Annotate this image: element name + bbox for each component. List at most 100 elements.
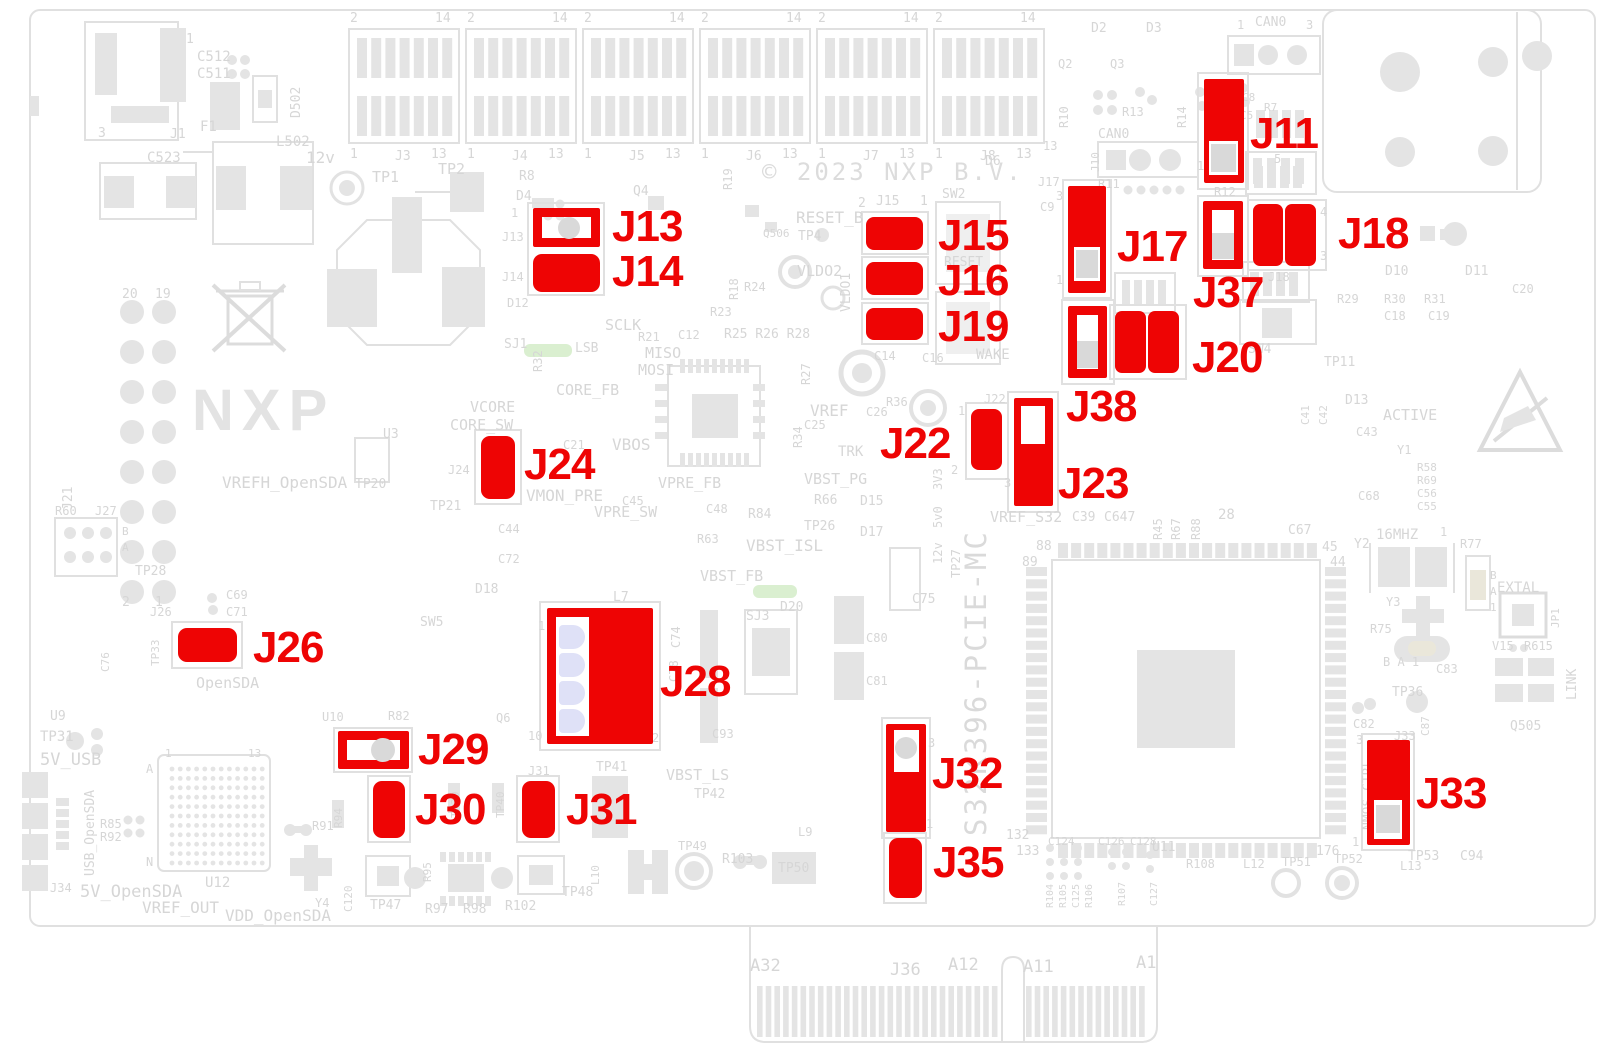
jumper-J18-fill [1285, 204, 1316, 266]
silk-label: F1 [200, 119, 217, 135]
silk-label: VBST_LS [666, 766, 730, 784]
silk-label: TP48 [562, 885, 594, 900]
jumper-J30-label: J30 [415, 785, 486, 834]
silk-label: J31 [528, 764, 550, 778]
silk-label: SW4 [1248, 342, 1272, 357]
silk-label: 1 [926, 817, 934, 831]
silk-label: D6 [985, 154, 1001, 169]
silk-label: D12 [507, 296, 529, 310]
esd-warning-icon [1476, 367, 1564, 452]
silk-label: R34 [791, 426, 805, 448]
silk-label: 2 [818, 11, 826, 26]
silk-label: VPRE_SW [594, 503, 658, 521]
silk-label: Q4 [633, 184, 649, 199]
silk-label: C120 [342, 885, 355, 913]
silk-label: C41 [1299, 405, 1312, 425]
silk-label: C8 [1242, 91, 1256, 104]
silk-label: 3 [1356, 733, 1364, 747]
silk-label: VLDO2 [797, 262, 843, 280]
silk-label: D4 [516, 189, 532, 204]
silk-label: TP33 [149, 639, 162, 667]
silk-label: 3 [928, 736, 936, 750]
jumper-J18-label: J18 [1338, 209, 1409, 258]
silk-label: USB_OpenSDA [83, 789, 98, 876]
silk-label: 1 [165, 747, 172, 760]
silk-label: J22 [984, 392, 1006, 406]
silk-label: SCLK [605, 316, 642, 334]
silk-label: J1 [170, 127, 186, 142]
silk-label: 1 [1237, 18, 1245, 32]
silk-label: R105 [1058, 883, 1069, 908]
silk-label: MOSI [638, 361, 675, 379]
silk-label: R8 [519, 169, 535, 184]
silk-label: C45 [622, 494, 644, 508]
silk-label: U9 [50, 709, 66, 724]
silk-label: 2 [701, 11, 709, 26]
silk-label: R82 [388, 709, 410, 723]
silk-label: D18 [475, 582, 499, 597]
jumper-J11-pad [1211, 144, 1236, 172]
silk-label: 2 [350, 11, 358, 26]
silk-label: C127 [1149, 881, 1160, 906]
jumper-J31-fill [522, 781, 555, 838]
silk-label: R60 [55, 504, 77, 518]
silk-label: 1 [701, 147, 709, 162]
silk-label: R98 [463, 902, 487, 917]
silk-label: TP41 [596, 760, 628, 775]
silk-label: 13 [665, 147, 681, 162]
silk-label: 4 [1320, 205, 1328, 219]
silk-label: VBST_FB [700, 567, 764, 585]
silk-label: D13 [1345, 393, 1369, 408]
silk-label: C5 [1240, 109, 1254, 122]
silk-label: TP53 [1408, 849, 1440, 864]
silk-label: TP20 [355, 477, 387, 492]
jumper-J20-fill [1148, 311, 1179, 373]
silk-label: C647 [1104, 510, 1136, 525]
silk-label: R18 [727, 278, 741, 300]
silk-label: 19 [155, 287, 171, 302]
jumper-J28-label: J28 [660, 657, 731, 706]
jumper-J14-label: J14 [612, 247, 683, 296]
jumper-J20-fill [1115, 311, 1146, 373]
silk-label: 3 [1320, 249, 1328, 263]
silk-label: 12v [931, 542, 945, 564]
silk-label: R103 [722, 852, 754, 867]
silk-label: 1 [538, 619, 546, 633]
silk-label: C83 [1436, 662, 1458, 676]
silk-label: 133 [1016, 844, 1040, 859]
silk-label: TRK [838, 444, 864, 460]
silk-label: R95 [421, 862, 434, 882]
silk-label: 1 [818, 147, 826, 162]
silk-label: C14 [874, 349, 896, 363]
silk-label: VDD_OpenSDA [225, 906, 331, 925]
silk-label: C71 [226, 605, 248, 619]
silk-label: Q3 [1110, 57, 1125, 71]
silk-label: R21 [638, 330, 660, 344]
silk-label: J14 [502, 270, 524, 284]
silk-label: C55 [1417, 500, 1437, 513]
silk-label: A1 [1136, 953, 1157, 973]
silk-label: TP40 [494, 791, 507, 819]
silk-label: J7 [863, 149, 879, 164]
jumper-J29-frame [338, 731, 409, 769]
silk-label: C82 [1353, 717, 1375, 731]
silk-label: 3V3 [931, 468, 945, 490]
jumper-J17-label: J17 [1117, 222, 1188, 271]
silk-label: 13 [1016, 147, 1032, 162]
silk-label: R97 [425, 902, 449, 917]
silk-label: R91 [312, 819, 334, 833]
jumper-J22-label: J22 [880, 419, 951, 468]
silk-label: L10 [589, 865, 602, 885]
jumper-J13-label: J13 [612, 202, 683, 251]
silk-label: 2 [584, 11, 592, 26]
silk-label: VREF_S32 [990, 508, 1063, 526]
silk-label: TP42 [694, 787, 726, 802]
jumper-J28-pin [559, 709, 585, 733]
silk-label: C25 [804, 418, 826, 432]
silk-label: CORE_SW [450, 416, 514, 434]
jumper-J30-fill [373, 781, 405, 838]
silk-label: J18 [1268, 270, 1290, 284]
silk-label: D10 [1385, 264, 1409, 279]
silk-label: TP36 [1392, 685, 1424, 700]
silk-label: R32 [531, 350, 545, 372]
